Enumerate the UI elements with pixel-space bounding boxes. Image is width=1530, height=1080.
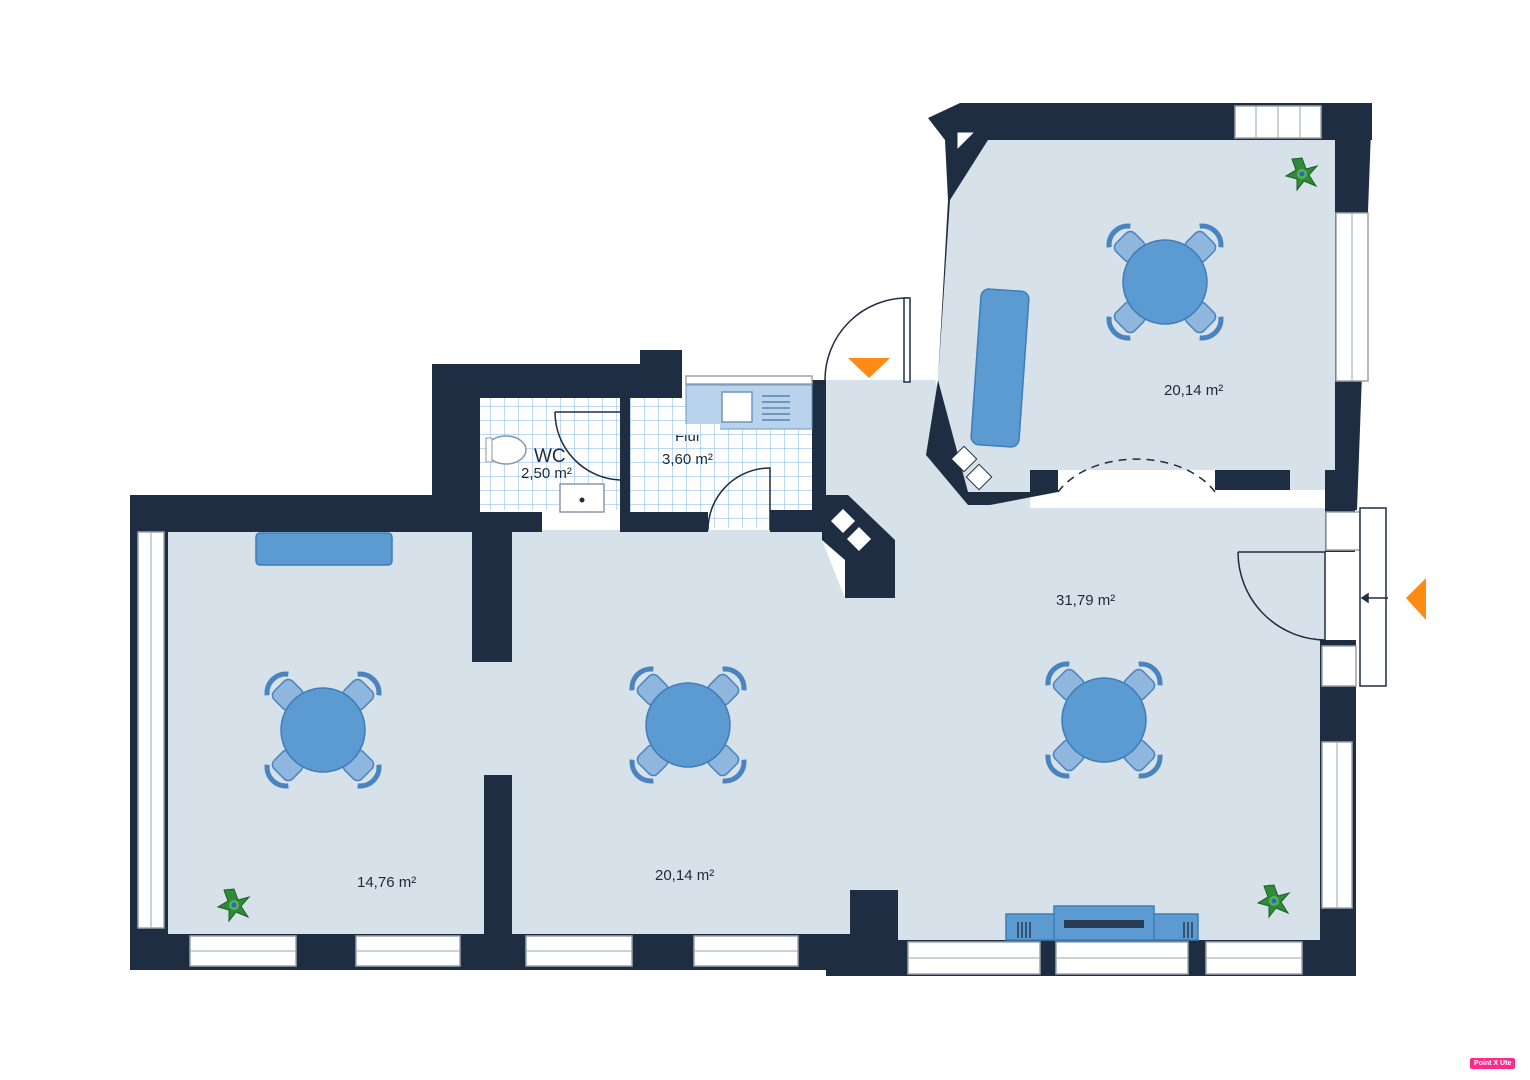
entrance-arrow-icon <box>848 358 890 378</box>
doors <box>554 297 1326 641</box>
wall-service-bottom-2 <box>620 512 708 532</box>
table-set-icon <box>262 669 384 791</box>
floor-main-room <box>822 380 1325 940</box>
label-middle-area: 20,14 m² <box>655 867 714 884</box>
toilet-tank <box>485 437 493 463</box>
wall-bottom-pillar <box>850 890 898 950</box>
window-mullions <box>150 106 1353 959</box>
window-top-kitchen <box>685 375 813 385</box>
table-set-icon <box>1043 659 1165 781</box>
table-set-icon <box>1104 221 1226 343</box>
brand-logo: [ ] onOffice <box>1339 429 1351 488</box>
hall-name-mask <box>670 424 720 435</box>
sink-icon <box>721 391 753 423</box>
window-right-door-bottom <box>1321 645 1357 687</box>
door-leaf-top-entry <box>903 297 911 383</box>
window-right-door-top <box>1325 511 1361 551</box>
sink-drain <box>579 497 585 503</box>
door-swing-hall <box>707 467 771 531</box>
wall-service-right <box>812 380 826 530</box>
watermark-tag: Point X Ute <box>1470 1058 1516 1069</box>
drainboard <box>762 395 790 421</box>
wall-wc-divider <box>620 398 630 516</box>
door-swing-wc <box>554 411 621 481</box>
wall-service-bottom <box>472 512 542 532</box>
table-set-icon <box>627 664 749 786</box>
sofa-top-left <box>255 532 393 566</box>
door-swing-top-entry <box>824 297 908 381</box>
label-wc-name: WC <box>534 446 566 467</box>
entrance-arrow-icon <box>1406 578 1426 620</box>
wall-left-middle-divider-top <box>472 532 512 662</box>
door-swing-entrance <box>1237 551 1326 641</box>
stair-marker-icon <box>829 130 993 553</box>
wall-left-middle-divider-bottom <box>484 775 512 935</box>
entrance-arrow-icon <box>1360 592 1388 604</box>
radiator-icon <box>1017 922 1193 938</box>
wall-left-room-top <box>130 495 480 532</box>
label-top-right-area: 20,14 m² <box>1164 382 1223 399</box>
sideboard <box>1005 905 1199 941</box>
label-main-area: 31,79 m² <box>1056 592 1115 609</box>
label-left-area: 14,76 m² <box>357 874 416 891</box>
label-hall-area: 3,60 m² <box>662 451 713 468</box>
door-arch-dashed <box>1057 458 1216 493</box>
sofa-top-right-room <box>970 288 1030 448</box>
label-wc-area: 2,50 m² <box>521 465 572 482</box>
wall-bathroom-chimney <box>640 350 682 398</box>
wall-service-bottom-3 <box>770 510 822 532</box>
